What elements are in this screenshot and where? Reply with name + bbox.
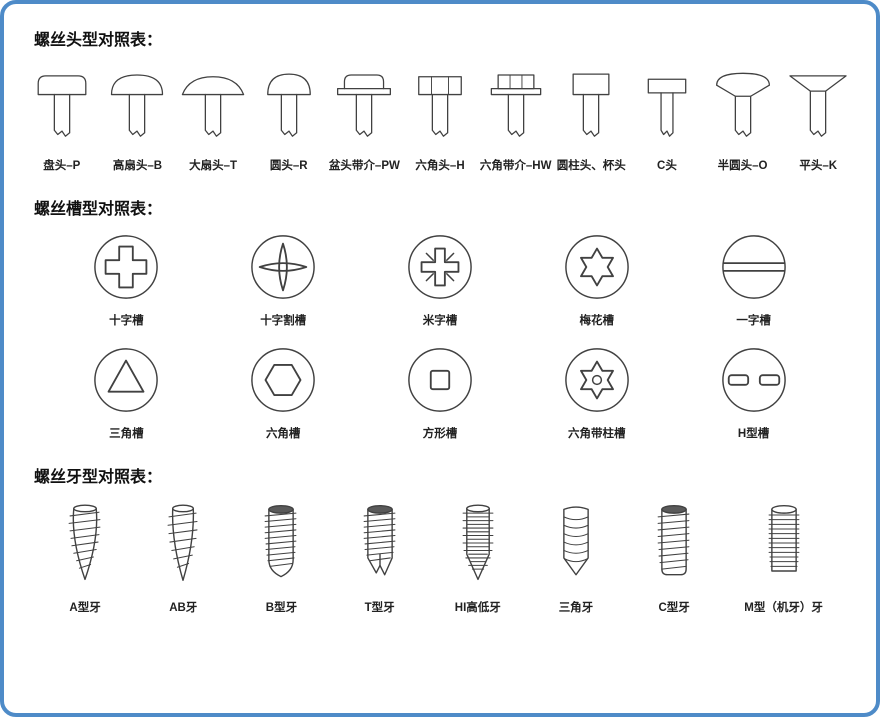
round-head-icon (266, 73, 311, 137)
slot-item-triangle: 三角槽 (92, 346, 160, 441)
thread-item-triangle: 三角牙 (548, 497, 604, 615)
thread-a-icon (68, 504, 101, 581)
slot-label: 一字槽 (736, 315, 771, 327)
head-label: 盘头–P (43, 160, 81, 172)
slot-item-pozi: 米字槽 (406, 233, 474, 328)
thread-label: T型牙 (364, 602, 395, 614)
pan-washer-head-icon (337, 74, 392, 137)
cylinder-head-icon (572, 73, 610, 137)
head-item-flat: 平头–K (780, 64, 856, 173)
slot-label: 三角槽 (109, 428, 144, 440)
head-item-binding: 高扇头–B (100, 64, 176, 173)
thread-item-b: B型牙 (253, 497, 309, 615)
hex-washer-head-icon (490, 74, 541, 137)
slot-item-hex-socket: 六角槽 (249, 346, 317, 441)
slot-item-torx: 梅花槽 (563, 233, 631, 328)
head-label: 盆头带介–PW (328, 160, 400, 172)
flat-head-icon (789, 75, 847, 137)
thread-label: M型（机牙）牙 (744, 602, 823, 614)
slots-row-2: 三角槽 六角槽 方形槽 六角带柱槽 (22, 346, 858, 441)
slot-label: 六角带柱槽 (568, 428, 626, 440)
thread-item-ab: AB牙 (155, 497, 211, 615)
thread-item-c: C型牙 (646, 497, 702, 615)
slot-item-cross-cut: 十字割槽 (249, 233, 317, 328)
head-item-hex-washer: 六角带介–HW (478, 64, 554, 173)
slot-item-slotted: 一字槽 (720, 233, 788, 328)
slot-label: 十字槽 (109, 315, 144, 327)
head-label: 六角头–H (415, 160, 465, 172)
slot-item-torx-pin: 六角带柱槽 (563, 346, 631, 441)
slots-row-1: 十字槽 十字割槽 米字槽 梅花槽 (22, 233, 858, 328)
head-item-hex: 六角头–H (402, 64, 478, 173)
torx-slot-icon (564, 235, 629, 299)
slot-item-phillips: 十字槽 (92, 233, 160, 328)
heads-row: 盘头–P 高扇头–B 大扇头–T 圆头–R (22, 64, 858, 173)
thread-m-icon (768, 504, 800, 572)
slot-label: H型槽 (737, 428, 770, 440)
slotted-slot-icon (721, 235, 786, 299)
head-label: 圆头–R (269, 160, 308, 172)
head-label: 六角带介–HW (479, 160, 552, 172)
thread-label: AB牙 (169, 602, 198, 614)
head-label: 平头–K (799, 160, 838, 172)
threads-row: A型牙 AB牙 B型牙 T型牙 (22, 497, 858, 615)
slot-label: 六角槽 (265, 428, 301, 440)
phillips-slot-icon (94, 235, 159, 299)
head-item-round: 圆头–R (251, 64, 327, 173)
hex-head-icon (418, 76, 462, 137)
h-type-slot-icon (721, 348, 786, 412)
c-head-icon (647, 78, 687, 137)
heads-section-title: 螺丝头型对照表： (34, 32, 163, 49)
thread-label: A型牙 (69, 602, 101, 614)
hex-socket-slot-icon (251, 348, 316, 412)
head-label: 大扇头–T (189, 160, 238, 172)
triangle-slot-icon (94, 348, 159, 412)
head-item-c: C头 (629, 64, 705, 173)
cross-cut-slot-icon (251, 235, 316, 299)
head-item-pan: 盘头–P (24, 64, 100, 173)
half-round-head-icon (715, 72, 770, 137)
head-label: 半圆头–O (717, 160, 768, 172)
head-label: C头 (657, 160, 677, 172)
head-item-truss: 大扇头–T (175, 64, 251, 173)
thread-item-t: T型牙 (352, 497, 408, 615)
truss-head-icon (181, 76, 245, 137)
head-item-half-round: 半圆头–O (705, 64, 781, 173)
slot-label: 十字割槽 (260, 315, 307, 327)
head-label: 圆柱头、杯头 (556, 160, 626, 172)
thread-label: 三角牙 (558, 602, 594, 614)
head-label: 高扇头–B (112, 160, 163, 172)
pan-head-icon (37, 75, 87, 137)
pozi-slot-icon (408, 235, 472, 299)
slots-section-title: 螺丝槽型对照表： (34, 201, 163, 218)
thread-item-hilo: HI高低牙 (450, 497, 506, 615)
thread-item-a: A型牙 (57, 497, 113, 615)
thread-t-icon (363, 504, 396, 576)
thread-label: B型牙 (265, 602, 298, 614)
threads-section-title: 螺丝牙型对照表： (34, 469, 163, 486)
torx-pin-slot-icon (564, 348, 629, 412)
thread-triangle-icon (563, 506, 589, 576)
thread-label: HI高低牙 (454, 602, 501, 614)
slot-label: 梅花槽 (579, 315, 615, 327)
thread-c-icon (657, 504, 690, 576)
thread-hilo-icon (462, 504, 494, 581)
thread-item-m: M型（机牙）牙 (744, 497, 823, 615)
head-item-cylinder: 圆柱头、杯头 (553, 64, 629, 173)
slot-item-h-type: H型槽 (720, 346, 788, 441)
thread-label: C型牙 (658, 602, 690, 614)
slot-label: 方形槽 (422, 428, 458, 440)
thread-b-icon (265, 504, 297, 578)
square-slot-icon (408, 348, 472, 412)
binding-head-icon (111, 74, 164, 137)
head-item-pan-washer: 盆头带介–PW (327, 64, 403, 173)
slot-label: 米字槽 (422, 315, 458, 327)
slot-item-square: 方形槽 (406, 346, 474, 441)
thread-ab-icon (167, 504, 198, 582)
